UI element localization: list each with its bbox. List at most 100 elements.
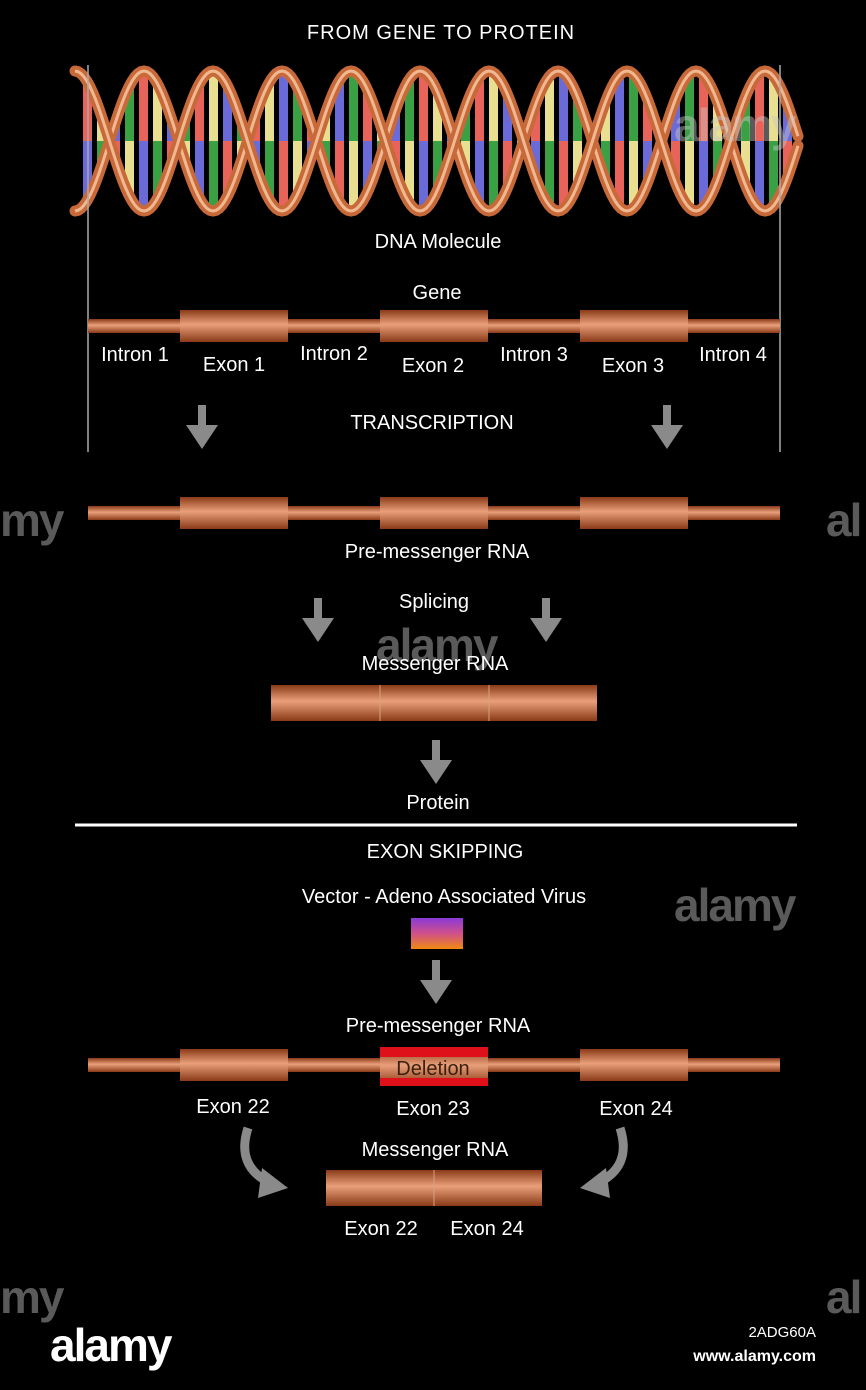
skip-exon-22 [180, 1049, 288, 1081]
watermark-logo: alamy [674, 879, 796, 931]
base-pair [545, 80, 554, 141]
base-pair [335, 84, 344, 141]
base-pair [433, 93, 442, 141]
base-pair [405, 141, 414, 200]
base-pair [601, 105, 610, 141]
transcription-label: TRANSCRIPTION [350, 412, 514, 434]
base-pair [335, 141, 344, 198]
image-id: 2ADG60A [748, 1324, 816, 1341]
base-pair [769, 78, 778, 141]
gene-exon-1 [180, 310, 288, 342]
base-pair [209, 74, 218, 141]
gene-exon-3 [580, 310, 688, 342]
intron-3-label: Intron 3 [500, 344, 568, 366]
splicing-label: Splicing [398, 591, 470, 613]
watermark-logo: my [0, 1271, 65, 1323]
base-pair [741, 100, 750, 141]
base-pair [125, 141, 134, 193]
base-pair [573, 97, 582, 141]
alamy-logo: alamy [50, 1319, 172, 1371]
intron-2-label: Intron 2 [300, 343, 368, 365]
watermark-logo: al [826, 1271, 862, 1323]
watermark-logo: alamy [376, 619, 498, 671]
base-pair [153, 85, 162, 141]
base-pair [405, 82, 414, 141]
dna-label: DNA Molecule [374, 231, 502, 253]
base-pair [139, 141, 148, 208]
pre-mrna-exon-2 [380, 497, 488, 529]
skip-pre-mrna-label: Pre-messenger RNA [345, 1015, 531, 1037]
base-pair [433, 141, 442, 189]
base-pair [769, 141, 778, 204]
base-pair [489, 141, 498, 207]
base-pair [475, 81, 484, 141]
base-pair [783, 141, 792, 177]
gene-label: Gene [412, 282, 462, 304]
pre-mrna-bar [88, 497, 780, 529]
base-pair [461, 141, 470, 172]
base-pair [685, 77, 694, 141]
base-pair [279, 74, 288, 141]
base-pair [293, 141, 302, 193]
dna-strand-highlight [74, 69, 800, 213]
curved-arrow-right [580, 1126, 628, 1198]
intron-1-label: Intron 1 [101, 344, 169, 366]
base-pair [195, 87, 204, 141]
base-pair [699, 141, 708, 205]
vector-arrow [420, 960, 452, 1004]
dna-strand-highlight [74, 69, 800, 213]
base-pair [699, 77, 708, 141]
protein-label: Protein [406, 792, 470, 814]
skip-mrna-label: Messenger RNA [361, 1139, 509, 1161]
base-pair [573, 141, 582, 185]
final-exon-22-label: Exon 22 [344, 1218, 418, 1240]
base-pair [503, 95, 512, 141]
base-pair [223, 87, 232, 141]
deletion-band-top [380, 1047, 488, 1057]
base-pair [419, 75, 428, 141]
exon-22-label: Exon 22 [196, 1096, 270, 1118]
intron-4-label: Intron 4 [699, 344, 767, 366]
base-pair [265, 85, 274, 141]
base-pair [671, 102, 680, 141]
mrna-label: Messenger RNA [361, 653, 509, 675]
deletion-label: Deletion [396, 1058, 470, 1080]
base-pair [153, 141, 162, 197]
curved-arrow-left [240, 1126, 288, 1198]
skip-exon-24 [580, 1049, 688, 1081]
pre-mrna-exon-3 [580, 497, 688, 529]
base-pair [293, 89, 302, 141]
dna-helix [69, 65, 804, 217]
base-pair [713, 141, 722, 180]
base-pair [685, 141, 694, 205]
splicing-arrow-right [530, 598, 562, 642]
vector-box [411, 918, 463, 949]
base-pair [559, 141, 568, 206]
page-title: FROM GENE TO PROTEIN [306, 22, 576, 44]
base-pair [601, 141, 610, 177]
base-pair [349, 141, 358, 208]
pre-mrna-exon-1 [180, 497, 288, 529]
final-exon-24-label: Exon 24 [450, 1218, 524, 1240]
base-pair [223, 141, 232, 195]
deletion-band-bottom [380, 1078, 488, 1086]
base-pair [419, 141, 428, 207]
watermark-logo: my [0, 494, 65, 546]
base-pair [671, 141, 680, 180]
base-pair [489, 75, 498, 141]
base-pair [363, 141, 372, 191]
gene-bar [88, 310, 780, 342]
base-pair [139, 74, 148, 141]
base-pair [545, 141, 554, 202]
transcription-arrow-right [651, 405, 683, 449]
skip-pre-mrna-bar [88, 1047, 780, 1086]
exon-skipping-title: EXON SKIPPING [366, 841, 524, 863]
gene-exon-2 [380, 310, 488, 342]
base-pair [629, 76, 638, 141]
base-pair [629, 141, 638, 206]
base-pair [615, 141, 624, 204]
transcription-arrow-left [186, 405, 218, 449]
base-pair [475, 141, 484, 201]
exon-2-label: Exon 2 [401, 355, 465, 377]
